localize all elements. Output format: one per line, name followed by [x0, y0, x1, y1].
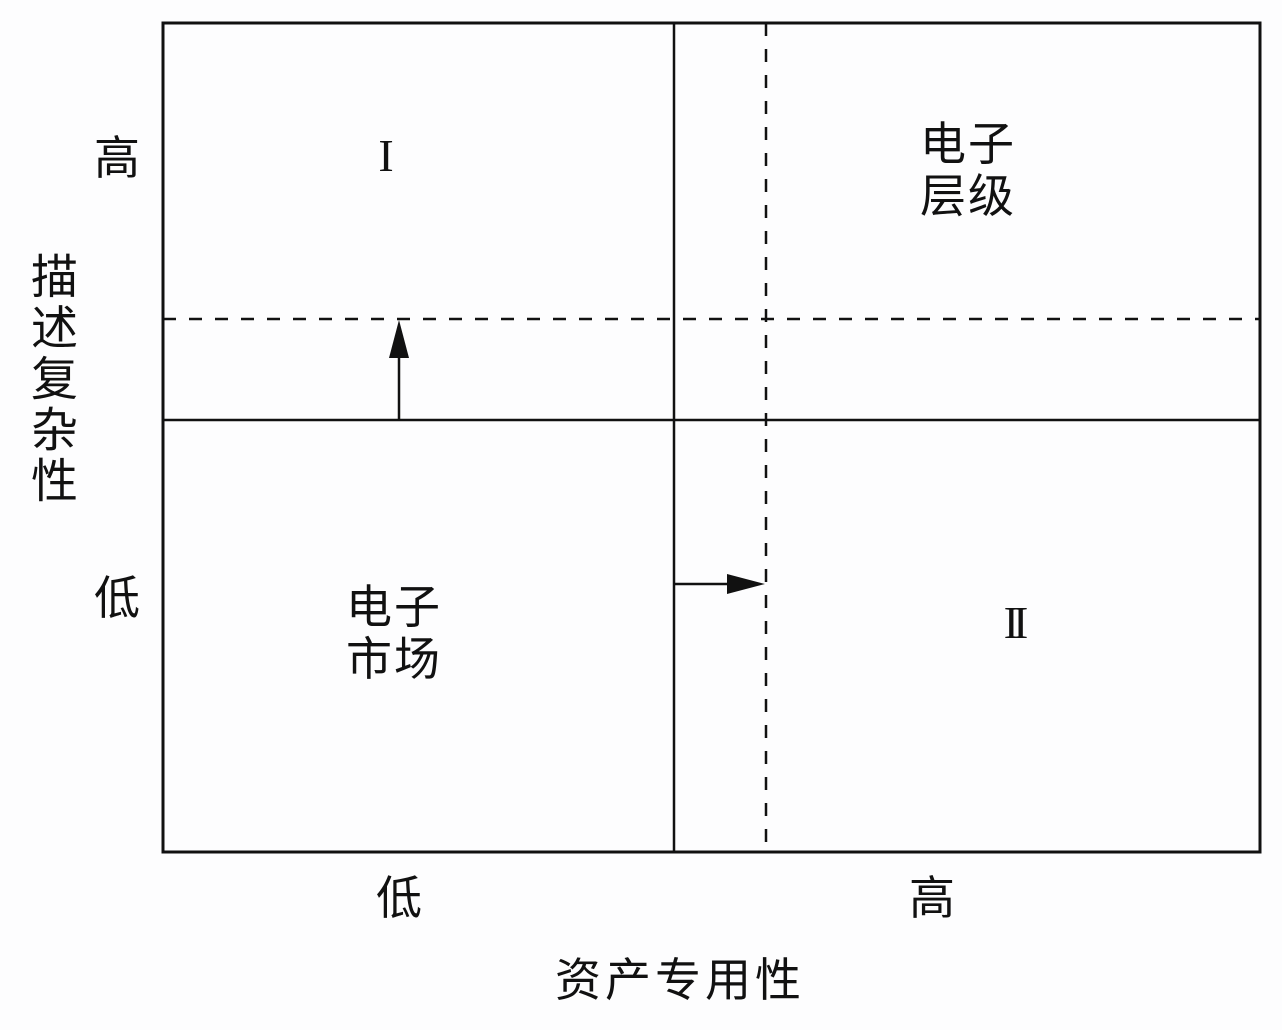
y-axis-high-label: 高: [94, 131, 140, 185]
right-arrow-icon: [674, 574, 765, 594]
quadrant-bottom-right-label: II: [1003, 597, 1029, 648]
quadrant-top-right-label: 电子 层级: [920, 117, 1016, 223]
x-axis-title: 资产专用性: [555, 953, 805, 1007]
quadrant-bottom-left-label: 电子 市场: [346, 580, 442, 686]
x-axis-high-label: 高: [909, 871, 955, 925]
up-arrow-icon: [389, 320, 409, 420]
matrix-frame: [161, 21, 1262, 854]
x-axis-low-label: 低: [376, 871, 422, 925]
y-axis-title: 描述复杂性: [22, 252, 77, 507]
quadrant-top-left-label: I: [378, 130, 394, 181]
y-axis-low-label: 低: [94, 571, 140, 625]
